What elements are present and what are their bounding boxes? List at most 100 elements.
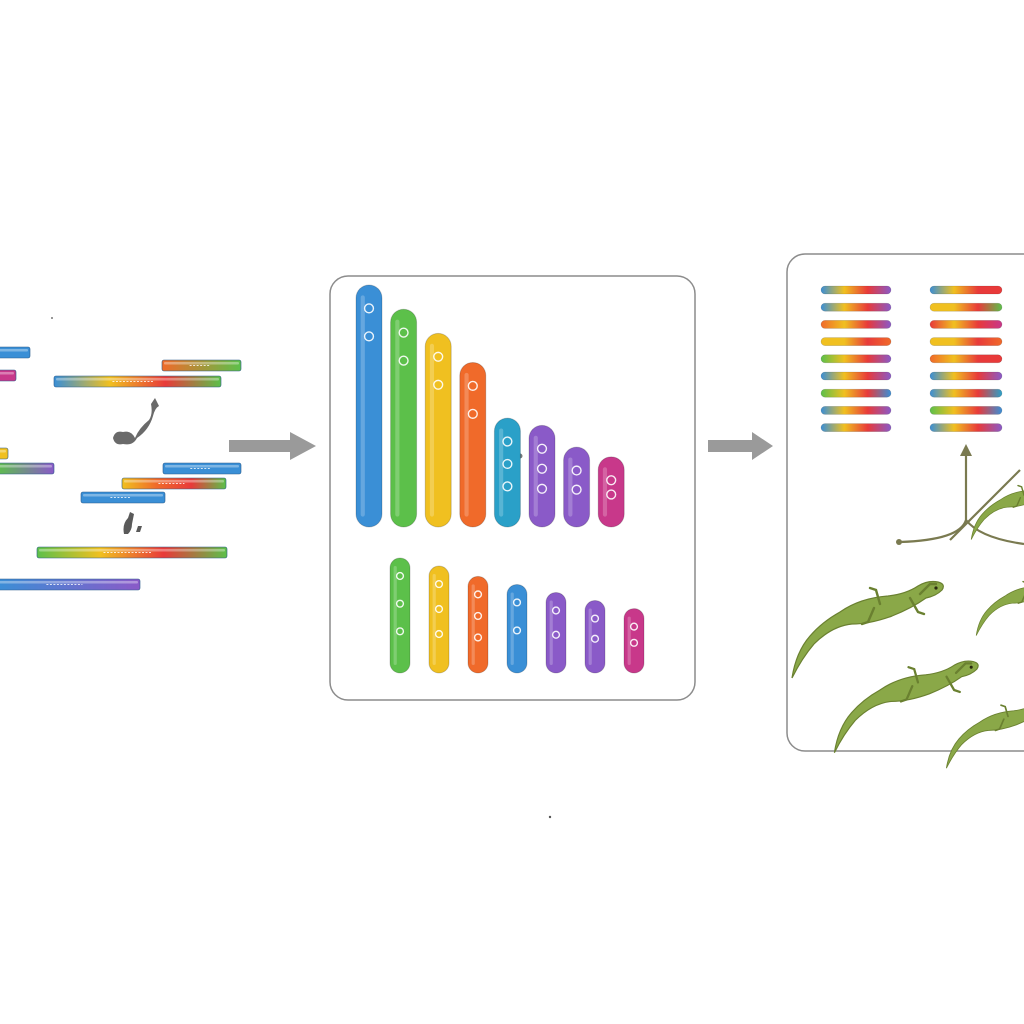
chromosome-shine bbox=[568, 457, 573, 517]
chromosome-band bbox=[473, 633, 483, 642]
read-bar bbox=[0, 346, 31, 359]
lizard-eye bbox=[934, 586, 938, 590]
read-highlight bbox=[165, 465, 239, 468]
chromosomes-small bbox=[389, 557, 645, 674]
chromosome-band bbox=[395, 627, 405, 636]
chromosome-body bbox=[493, 417, 521, 528]
chromosome-band bbox=[551, 630, 561, 639]
chromosome-band bbox=[363, 303, 375, 314]
read-bar bbox=[0, 578, 141, 591]
genome-bar-body bbox=[929, 302, 1003, 312]
read-highlight bbox=[0, 581, 138, 584]
genome-bar-body bbox=[929, 388, 1003, 398]
sequencing-reads bbox=[0, 346, 242, 591]
sequencing-read bbox=[53, 375, 222, 388]
read-highlight bbox=[83, 494, 163, 497]
genome-bars-right bbox=[929, 285, 1003, 432]
genome-bar-body bbox=[929, 320, 1003, 329]
tree-node-left bbox=[896, 539, 902, 545]
genome-bar bbox=[929, 337, 1003, 346]
lizard-body bbox=[945, 708, 1024, 769]
lizard-body bbox=[975, 587, 1024, 636]
lizard-eye bbox=[969, 665, 973, 669]
chromosome bbox=[506, 583, 528, 674]
genome-bar-body bbox=[929, 423, 1003, 432]
read-highlight bbox=[56, 378, 219, 381]
chromosome-band bbox=[434, 629, 444, 639]
chromosome-shine bbox=[549, 600, 553, 665]
chromosome bbox=[623, 608, 645, 674]
chromosome bbox=[424, 332, 452, 528]
chromosome-band bbox=[606, 475, 617, 486]
chromosome-band bbox=[433, 351, 444, 362]
stray-dot-bottom bbox=[548, 815, 552, 819]
chromosome bbox=[389, 557, 411, 674]
chromosome-shine bbox=[471, 584, 475, 665]
chromosome bbox=[459, 361, 487, 528]
chromosome-band bbox=[571, 484, 582, 495]
chromosome-band bbox=[363, 331, 375, 342]
chromosome-band bbox=[590, 634, 600, 643]
genome-bar bbox=[929, 354, 1003, 364]
read-highlight bbox=[0, 465, 52, 468]
chromosome-assembly-panel bbox=[329, 275, 696, 701]
chromosome-body bbox=[584, 600, 606, 674]
chromosome-shine bbox=[627, 616, 631, 665]
lizard-body bbox=[970, 490, 1024, 540]
read-highlight bbox=[0, 450, 6, 453]
genome-bar bbox=[820, 388, 892, 398]
genome-bar-body bbox=[820, 388, 892, 398]
chromosome-shine bbox=[533, 435, 538, 517]
genome-bar-body bbox=[820, 354, 892, 364]
genome-bar-body bbox=[929, 285, 1003, 295]
sequencing-read bbox=[80, 491, 166, 504]
phylogeny-tree bbox=[896, 444, 1024, 546]
genome-bar-body bbox=[929, 406, 1003, 415]
chromosome-body bbox=[563, 446, 591, 528]
chromosome-band bbox=[398, 327, 409, 338]
tree-branch-right bbox=[965, 519, 1024, 546]
chromosome-band bbox=[536, 463, 548, 474]
tree-arrowhead bbox=[960, 444, 972, 456]
genome-bar-body bbox=[820, 285, 892, 295]
chromosome-shine bbox=[464, 372, 469, 517]
genome-bar bbox=[929, 388, 1003, 398]
read-fragment-glyphs bbox=[113, 398, 159, 534]
chromosome-band bbox=[395, 571, 405, 581]
sequencing-read bbox=[161, 359, 242, 372]
genome-bar bbox=[820, 423, 892, 432]
sequencing-read bbox=[36, 546, 228, 559]
chromosome-body bbox=[528, 424, 556, 528]
chromosome-shine bbox=[360, 295, 365, 517]
read-bar bbox=[0, 447, 9, 460]
chromosome-band bbox=[433, 379, 444, 390]
lizard-anole-4 bbox=[945, 704, 1024, 769]
chromosome-body bbox=[623, 608, 645, 674]
chromosome-band bbox=[502, 458, 513, 470]
arrow-2 bbox=[708, 432, 773, 460]
chromosome-band bbox=[512, 626, 522, 635]
genome-bar bbox=[820, 406, 892, 415]
chromosome-band bbox=[502, 481, 513, 492]
chromosome-body bbox=[355, 284, 383, 528]
comparative-panel bbox=[786, 253, 1024, 769]
chromosome-band bbox=[473, 590, 483, 599]
arrow-1 bbox=[229, 432, 316, 460]
chromosome-band bbox=[629, 638, 639, 647]
read-bar bbox=[80, 491, 166, 504]
chromosome-body bbox=[545, 592, 567, 674]
chromosome-shine bbox=[432, 574, 436, 665]
chromosome bbox=[493, 417, 521, 528]
genome-bar bbox=[820, 337, 892, 346]
chromosome-band bbox=[536, 483, 548, 494]
chromosome-shine bbox=[393, 566, 397, 665]
lizard-anole-5 bbox=[970, 484, 1024, 540]
chromosome-shine bbox=[499, 428, 504, 517]
chromosome-body bbox=[424, 332, 452, 528]
chromosome-body bbox=[459, 361, 487, 528]
genome-bar-body bbox=[929, 337, 1003, 346]
sequencing-read bbox=[162, 462, 242, 475]
chromosome-body bbox=[428, 565, 450, 674]
